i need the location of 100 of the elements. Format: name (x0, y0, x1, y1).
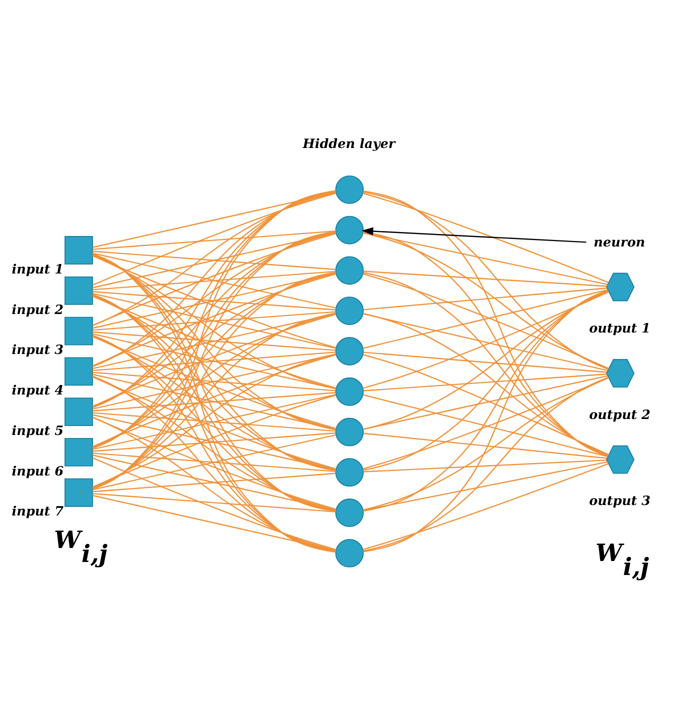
node-label: output 2 (589, 408, 651, 423)
connector (362, 273, 609, 369)
connector (92, 334, 336, 552)
connector (362, 289, 608, 349)
node-label: input 3 (12, 343, 64, 358)
node-box (64, 357, 93, 386)
node-circle (335, 418, 364, 446)
connector (92, 336, 336, 430)
connector (92, 272, 336, 407)
node-circle (335, 296, 364, 326)
connector (363, 231, 608, 457)
connector (363, 376, 609, 552)
connector (92, 255, 336, 348)
connector (363, 374, 607, 392)
connector (92, 231, 336, 448)
connector (92, 233, 336, 326)
node-box (64, 276, 93, 305)
node-label: output 1 (589, 322, 651, 337)
connector (92, 252, 336, 309)
connector (362, 232, 608, 286)
connector (92, 472, 336, 492)
connector (363, 460, 607, 472)
connector (363, 290, 609, 430)
connector (363, 352, 607, 373)
connector (92, 254, 336, 430)
connector (92, 313, 336, 448)
connector (92, 294, 336, 512)
connector (92, 432, 336, 452)
node-label: output 3 (589, 494, 651, 510)
connector (92, 414, 336, 470)
connector (92, 416, 336, 551)
connector (92, 372, 336, 392)
node-label: input 5 (12, 424, 64, 439)
node-circle (335, 538, 364, 568)
connector (363, 377, 609, 511)
node-box (64, 316, 93, 346)
node-circle (335, 175, 364, 204)
connector (92, 272, 336, 448)
connector (92, 353, 336, 488)
connector (92, 376, 336, 470)
arrow (362, 227, 586, 243)
connector (363, 461, 608, 511)
node-label: input 6 (12, 464, 64, 480)
connector (362, 291, 609, 389)
connector (363, 432, 607, 459)
connector (92, 392, 336, 412)
node-box (64, 478, 93, 507)
node-circle (335, 337, 364, 366)
connector (363, 270, 607, 287)
node-label: input 1 (12, 262, 64, 278)
connector (362, 354, 609, 456)
connector (363, 232, 609, 370)
connector (92, 354, 336, 410)
connector (363, 190, 608, 457)
connector (92, 230, 336, 250)
connector (362, 375, 608, 430)
connector (92, 494, 336, 551)
connector (363, 288, 607, 310)
connector (92, 352, 336, 372)
connector (92, 376, 336, 511)
connector (92, 452, 336, 472)
node-label: input 7 (12, 504, 64, 520)
connector (92, 492, 336, 512)
node-circle (335, 256, 364, 285)
connector (92, 434, 336, 490)
connector (363, 290, 608, 512)
connector (362, 192, 609, 284)
node-circle (335, 498, 364, 528)
connector (362, 394, 608, 458)
connector (92, 291, 336, 310)
connector (92, 354, 336, 448)
connector (92, 331, 336, 351)
connector (92, 250, 336, 270)
node-circle (335, 377, 364, 406)
connector (362, 463, 609, 550)
connector (92, 335, 336, 512)
connector (363, 290, 609, 471)
label: Hidden layer (302, 137, 396, 152)
connector (363, 191, 609, 370)
connector (92, 232, 336, 408)
connector (92, 336, 336, 470)
node-box (64, 236, 93, 264)
connector (92, 293, 336, 349)
connector (92, 314, 336, 407)
connector (92, 255, 336, 390)
connector (92, 191, 336, 368)
node-circle (335, 458, 364, 487)
node-label: input 4 (12, 384, 64, 399)
connector (362, 313, 608, 372)
node-text: neuron (594, 235, 646, 250)
node-box (64, 438, 93, 466)
connector (92, 416, 336, 510)
connector (92, 412, 336, 432)
connector (362, 312, 609, 456)
connector (92, 454, 336, 510)
node-circle (335, 216, 364, 244)
node-hexagon (606, 359, 635, 388)
connector (92, 394, 336, 450)
connector (92, 192, 336, 326)
node-box (64, 398, 93, 426)
